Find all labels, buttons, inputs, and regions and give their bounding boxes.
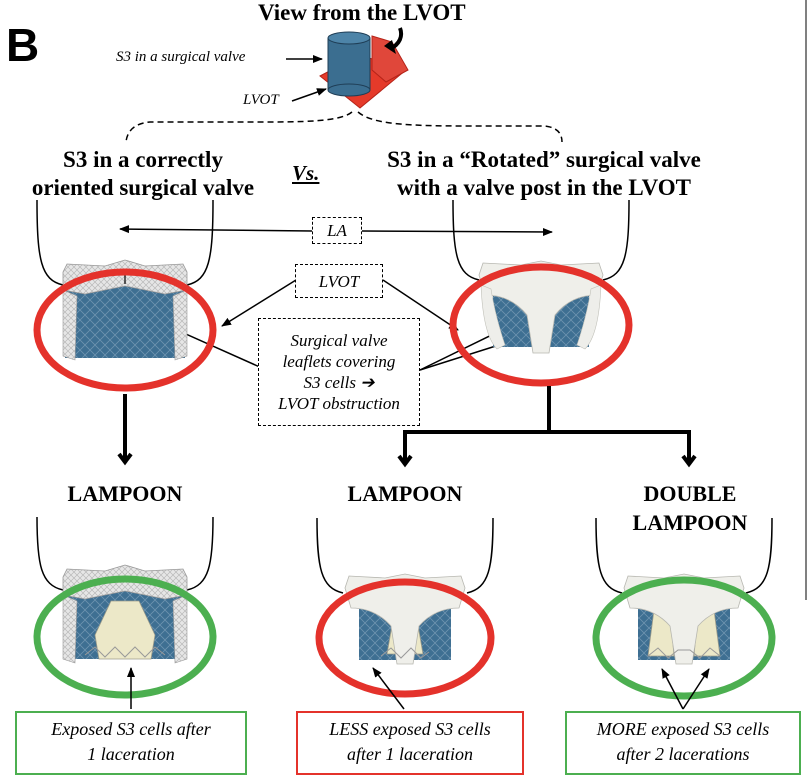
s3-surgical-label: S3 in a surgical valve (116, 49, 246, 65)
result-arrow-right-2 (682, 668, 710, 710)
versus-label: Vs. (292, 161, 320, 185)
lvot-arrow-right (382, 279, 459, 331)
heading-rotated-line2: with a valve post in the LVOT (397, 175, 691, 200)
result-box-left: Exposed S3 cells after 1 laceration (15, 711, 247, 775)
lvot-label-arrow (291, 88, 327, 102)
result-right-line1: MORE exposed S3 cells (596, 719, 770, 739)
valve-lampoon-rotated (315, 517, 495, 698)
heading-correct-line1: S3 in a correctly (63, 147, 223, 172)
la-arrow-right (361, 227, 553, 236)
result-box-mid: LESS exposed S3 cells after 1 laceration (296, 711, 524, 775)
heading-correct-line2: oriented surgical valve (31, 175, 255, 200)
result-mid-line1: LESS exposed S3 cells (329, 719, 491, 739)
lvot-label: LVOT (295, 264, 383, 298)
result-arrow-right-1 (661, 668, 684, 710)
method-double-line2: LAMPOON (632, 510, 748, 535)
result-mid-line2: after 1 laceration (347, 744, 473, 764)
method-lampoon-mid: LAMPOON (347, 481, 463, 506)
heading-rotated-line1: S3 in a “Rotated” surgical valve (387, 147, 701, 172)
leaflets-line-2: leaflets covering (282, 352, 396, 371)
lvot-schematic-icon (319, 27, 409, 109)
leaflets-line-4: LVOT obstruction (278, 394, 400, 413)
lvot-arrow-left (221, 279, 297, 327)
la-arrow-left (119, 225, 313, 234)
result-left-line2: 1 laceration (87, 744, 175, 764)
panel-letter: B (6, 19, 40, 71)
left-dashed-bracket (125, 111, 353, 143)
result-arrow-mid (372, 667, 405, 710)
leaflets-line-3: S3 cells ➔ (303, 373, 375, 392)
page-title: View from the LVOT (258, 0, 466, 25)
valve-double-lampoon (592, 517, 776, 700)
leaflets-label: Surgical valve leaflets covering S3 cell… (258, 318, 420, 426)
valve-rotated-orientation (449, 199, 633, 387)
result-box-right: MORE exposed S3 cells after 2 laceration… (565, 711, 801, 775)
result-right-line2: after 2 lacerations (616, 744, 750, 764)
method-double-line1: DOUBLE (643, 481, 737, 506)
result-left-line1: Exposed S3 cells after (51, 719, 211, 739)
right-dashed-bracket (357, 111, 563, 143)
valve-lampoon-correct (33, 516, 217, 699)
valve-correct-orientation (33, 199, 217, 392)
la-label: LA (312, 217, 362, 244)
lvot-top-label: LVOT (243, 92, 279, 108)
leaflets-line-1: Surgical valve (290, 331, 388, 350)
method-lampoon-left: LAMPOON (67, 481, 183, 506)
